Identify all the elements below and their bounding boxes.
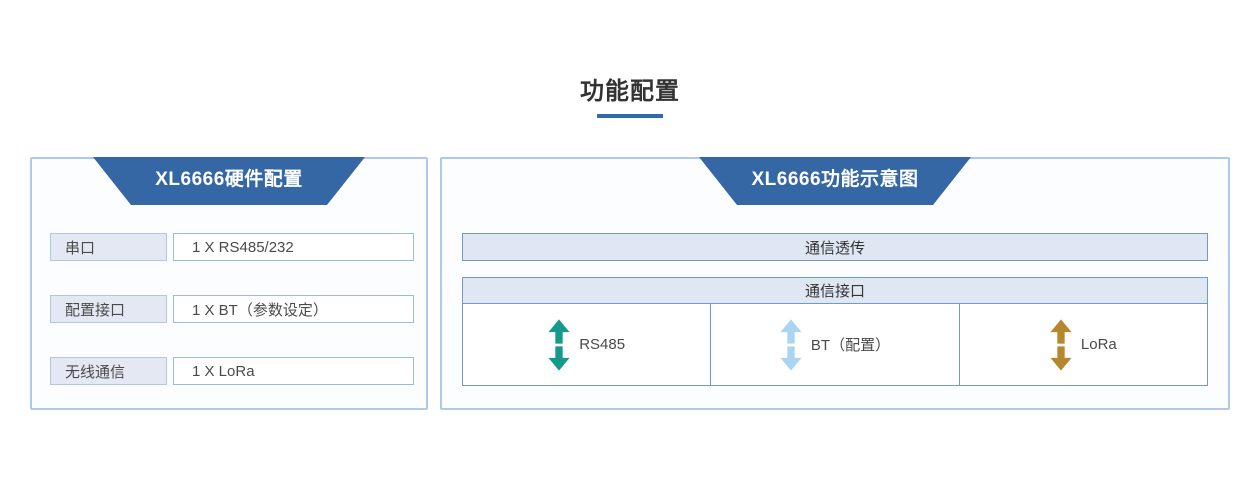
hardware-row-value: 1 X RS485/232 <box>173 233 414 261</box>
title-underline <box>597 114 663 118</box>
hardware-row-value: 1 X LoRa <box>173 357 414 385</box>
interface-cell-lora: LoRa <box>958 304 1207 385</box>
double-arrow-icon <box>780 318 802 371</box>
function-diagram-panel: XL6666功能示意图 通信透传 通信接口 RS485 <box>440 157 1230 410</box>
transparent-transmission-bar: 通信透传 <box>462 233 1208 261</box>
hardware-config-header: XL6666硬件配置 <box>93 157 365 205</box>
hardware-row-label: 无线通信 <box>50 357 167 385</box>
interface-label: RS485 <box>579 336 626 353</box>
page-title: 功能配置 <box>580 78 680 105</box>
hardware-config-panel: XL6666硬件配置 串口 1 X RS485/232 配置接口 1 X BT（… <box>30 157 428 410</box>
interface-label: BT（配置） <box>810 337 891 354</box>
interface-table-body: RS485 BT（配置） LoRa <box>462 304 1208 386</box>
function-diagram-title: XL6666功能示意图 <box>751 169 919 190</box>
hardware-row-serial-port: 串口 1 X RS485/232 <box>50 233 414 261</box>
hardware-row-label: 串口 <box>50 233 167 261</box>
function-diagram-header: XL6666功能示意图 <box>699 157 971 205</box>
hardware-row-label: 配置接口 <box>50 295 167 323</box>
hardware-config-title: XL6666硬件配置 <box>155 169 303 190</box>
hardware-row-wireless-comm: 无线通信 1 X LoRa <box>50 357 414 385</box>
hardware-row-value: 1 X BT（参数设定） <box>173 295 414 323</box>
interface-cell-bt: BT（配置） <box>710 304 958 385</box>
interface-cell-rs485: RS485 <box>463 304 710 385</box>
interface-table-header: 通信接口 <box>462 277 1208 304</box>
double-arrow-icon <box>1050 318 1072 371</box>
interface-table: 通信接口 RS485 BT（配置） <box>462 277 1208 386</box>
interface-label: LoRa <box>1080 336 1117 353</box>
double-arrow-icon <box>548 318 570 371</box>
hardware-row-config-interface: 配置接口 1 X BT（参数设定） <box>50 295 414 323</box>
